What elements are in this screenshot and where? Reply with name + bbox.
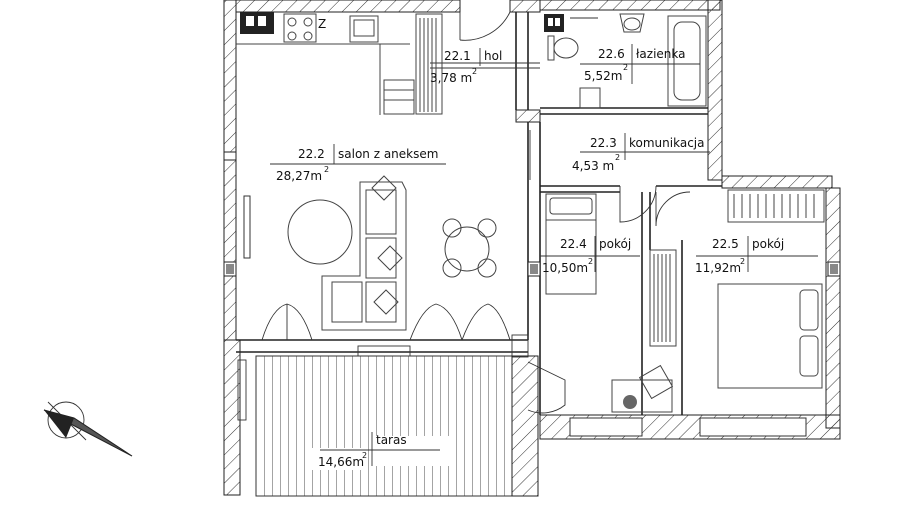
room-number: 22.4 — [560, 237, 587, 251]
interior-walls — [236, 12, 722, 415]
room-label-komunikacja: 22.3 komunikacja 4,53 m 2 — [572, 133, 710, 173]
kitchen-mark: Z — [318, 17, 326, 31]
bedroom-1 — [545, 193, 677, 413]
room-name: łazienka — [636, 47, 685, 61]
room-area-unit: 2 — [362, 451, 367, 460]
terrace — [237, 355, 539, 497]
room-name: salon z aneksem — [338, 147, 438, 161]
room-area: 14,66m — [318, 455, 364, 469]
room-area-unit: 2 — [324, 165, 329, 174]
room-label-taras: taras 14,66m 2 — [318, 432, 440, 469]
bathroom — [544, 13, 707, 109]
bedroom-2 — [717, 189, 825, 389]
room-area: 28,27m — [276, 169, 322, 183]
compass-north-arrow-icon — [43, 401, 133, 457]
room-name: pokój — [599, 237, 631, 251]
room-name: hol — [484, 49, 502, 63]
room-number: 22.2 — [298, 147, 325, 161]
doors — [459, 11, 691, 414]
windows — [223, 151, 841, 437]
salon-furniture — [287, 175, 497, 331]
room-label-lazienka: 22.6 łazienka 5,52m 2 — [580, 44, 700, 84]
room-area-unit: 2 — [615, 153, 620, 162]
room-name: pokój — [752, 237, 784, 251]
kitchen: Z — [236, 12, 443, 115]
room-label-pokoj-1: 22.4 pokój 10,50m 2 — [540, 236, 640, 275]
room-name: komunikacja — [629, 136, 704, 150]
balcony-doors — [261, 303, 529, 358]
room-area: 5,52m — [584, 69, 622, 83]
room-area-unit: 2 — [740, 257, 745, 266]
room-area: 4,53 m — [572, 159, 614, 173]
room-number: 22.1 — [444, 49, 471, 63]
room-area-unit: 2 — [588, 257, 593, 266]
room-number: 22.5 — [712, 237, 739, 251]
room-area: 3,78 m — [430, 71, 472, 85]
room-area: 11,92m — [695, 261, 741, 275]
room-area-unit: 2 — [623, 63, 628, 72]
room-area-unit: 2 — [472, 67, 477, 76]
room-label-salon: 22.2 salon z aneksem 28,27m 2 — [270, 144, 446, 183]
room-area: 10,50m — [542, 261, 588, 275]
room-label-pokoj-2: 22.5 pokój 11,92m 2 — [695, 236, 818, 275]
room-label-hol: 22.1 hol 3,78 m 2 — [430, 48, 502, 85]
room-name: taras — [376, 433, 407, 447]
room-number: 22.3 — [590, 136, 617, 150]
room-number: 22.6 — [598, 47, 625, 61]
